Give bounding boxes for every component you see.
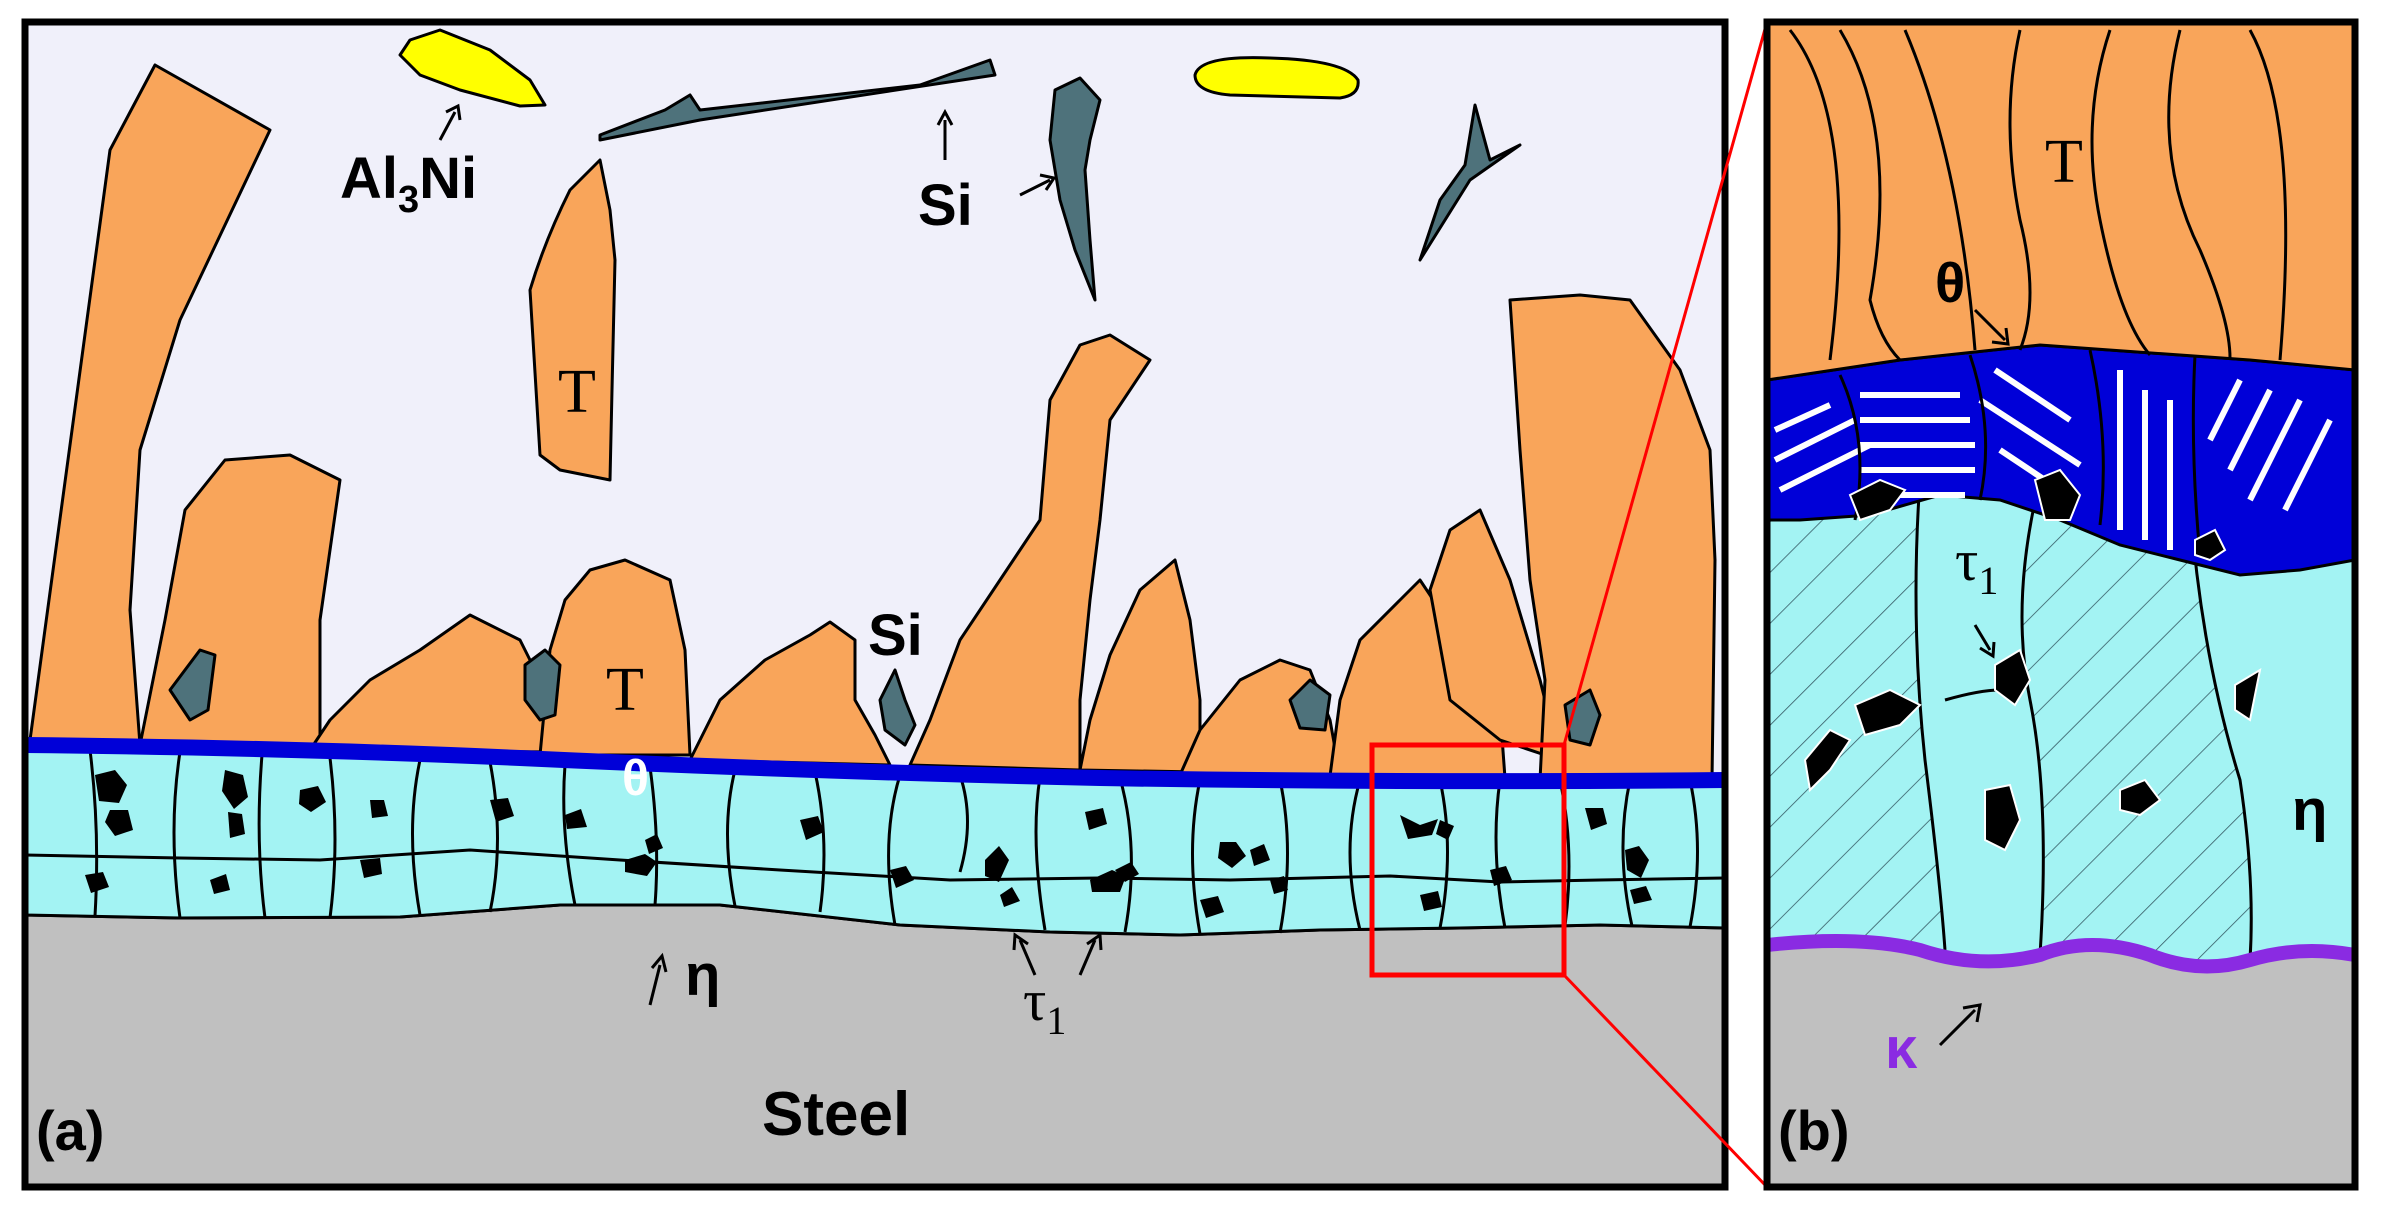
si-sliver — [1048, 76, 1102, 302]
t-phase-b — [1767, 22, 2355, 382]
kappa-label: κ — [1885, 1016, 1918, 1081]
panel-a-frame — [21, 18, 1729, 1191]
tau1-label-a: τ1 — [1023, 968, 1066, 1043]
panel-b: T θ τ1 η κ (b) — [1767, 22, 2355, 1187]
si-mid-label: Si — [868, 603, 923, 668]
tau1-label-b: τ1 — [1955, 528, 1998, 603]
panel-b-frame — [1763, 18, 2359, 1191]
al3ni-particles — [398, 28, 1360, 108]
steel-label: Steel — [762, 1080, 910, 1149]
t-upper-label: T — [558, 358, 596, 426]
eta-label-b: η — [2292, 778, 2327, 843]
tau1-particles — [85, 770, 1652, 918]
t-label-b: T — [2045, 128, 2083, 196]
panel-b-tag: (b) — [1778, 1099, 1850, 1162]
zoom-connectors — [1562, 21, 1769, 1189]
panel-a-tag: (a) — [36, 1099, 104, 1162]
tau1-particles-b — [1803, 468, 2262, 852]
t-grain-boundaries-b — [1788, 29, 2288, 362]
eta-label-a: η — [685, 943, 720, 1008]
panel-a: Al3Ni Si Si T T θ η τ1 Steel (a) — [25, 22, 1725, 1187]
theta-label-b: θ — [1935, 251, 1965, 314]
zoom-region-box — [1369, 742, 1567, 978]
si-chevron — [1418, 103, 1522, 262]
si-particles — [168, 58, 1602, 747]
si-needle — [598, 58, 997, 142]
t-phase-crystals — [28, 63, 1717, 782]
panel-a-arrows — [438, 103, 1103, 1006]
theta-label-a: θ — [622, 750, 649, 806]
si-needle-label: Si — [918, 173, 973, 238]
panel-b-arrows — [1938, 308, 2010, 1047]
theta-stripes — [1773, 367, 2333, 550]
t-lower-label: T — [606, 656, 644, 724]
eta-grain-boundaries-b — [1914, 479, 2253, 961]
kappa-layer — [1767, 934, 2355, 974]
al3ni-label: Al3Ni — [340, 146, 477, 221]
theta-layer — [25, 737, 1725, 790]
